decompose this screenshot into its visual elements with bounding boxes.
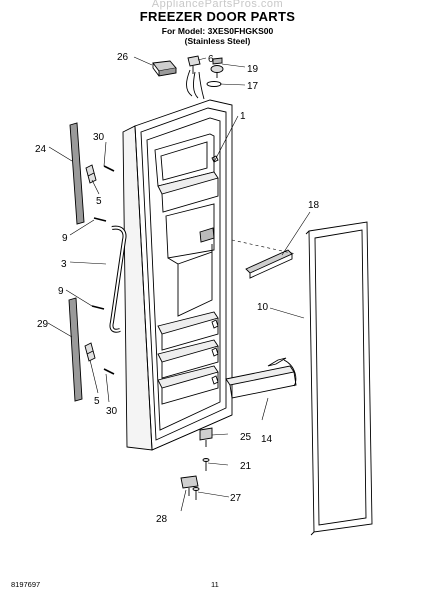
callout-29: 29	[37, 319, 49, 330]
mount-screws	[91, 165, 115, 375]
callout-1: 1	[240, 111, 246, 122]
watermark: AppliancePartsPros.com	[151, 0, 284, 10]
callout-24: 24	[35, 144, 47, 155]
callout-10: 10	[257, 302, 269, 313]
callout-25: 25	[240, 432, 252, 443]
wire-harness-connector-part	[152, 60, 177, 77]
document-number: 8197697	[11, 580, 41, 589]
callout-19: 19	[247, 64, 259, 75]
callout-14: 14	[261, 434, 273, 445]
callout-27: 27	[230, 493, 242, 504]
callout-26: 26	[117, 52, 129, 63]
finish-line: (Stainless Steel)	[184, 36, 251, 46]
top-hinge-parts	[186, 55, 224, 100]
freezer-door-panel	[122, 99, 233, 500]
callout-labels: 26 6 19 17 1 30 24 5 9 3 18 10 9 29 5 30…	[35, 52, 320, 525]
callout-30: 30	[93, 132, 105, 143]
callout-3: 3	[61, 259, 67, 270]
leader-lines	[47, 56, 311, 512]
callout-5b: 5	[94, 396, 100, 407]
callout-6: 6	[208, 54, 214, 65]
door-gasket-part	[305, 221, 373, 536]
callout-30b: 30	[106, 406, 118, 417]
callout-28: 28	[156, 514, 168, 525]
callout-9: 9	[62, 233, 68, 244]
lower-trim-part	[68, 297, 83, 402]
upper-trim-part	[69, 122, 85, 225]
model-line: For Model: 3XES0FHGKS00	[161, 26, 274, 36]
page-title: FREEZER DOOR PARTS	[139, 9, 296, 24]
callout-5: 5	[96, 196, 102, 207]
callout-9b: 9	[58, 286, 64, 297]
door-shelf-bin-part	[225, 357, 297, 399]
handle-mount-brackets	[84, 164, 97, 362]
door-handle-part	[109, 225, 127, 333]
page-number: 11	[211, 580, 219, 589]
callout-18: 18	[308, 200, 320, 211]
callout-17: 17	[247, 81, 259, 92]
callout-21: 21	[240, 461, 252, 472]
door-trim-strip-part	[245, 249, 293, 279]
